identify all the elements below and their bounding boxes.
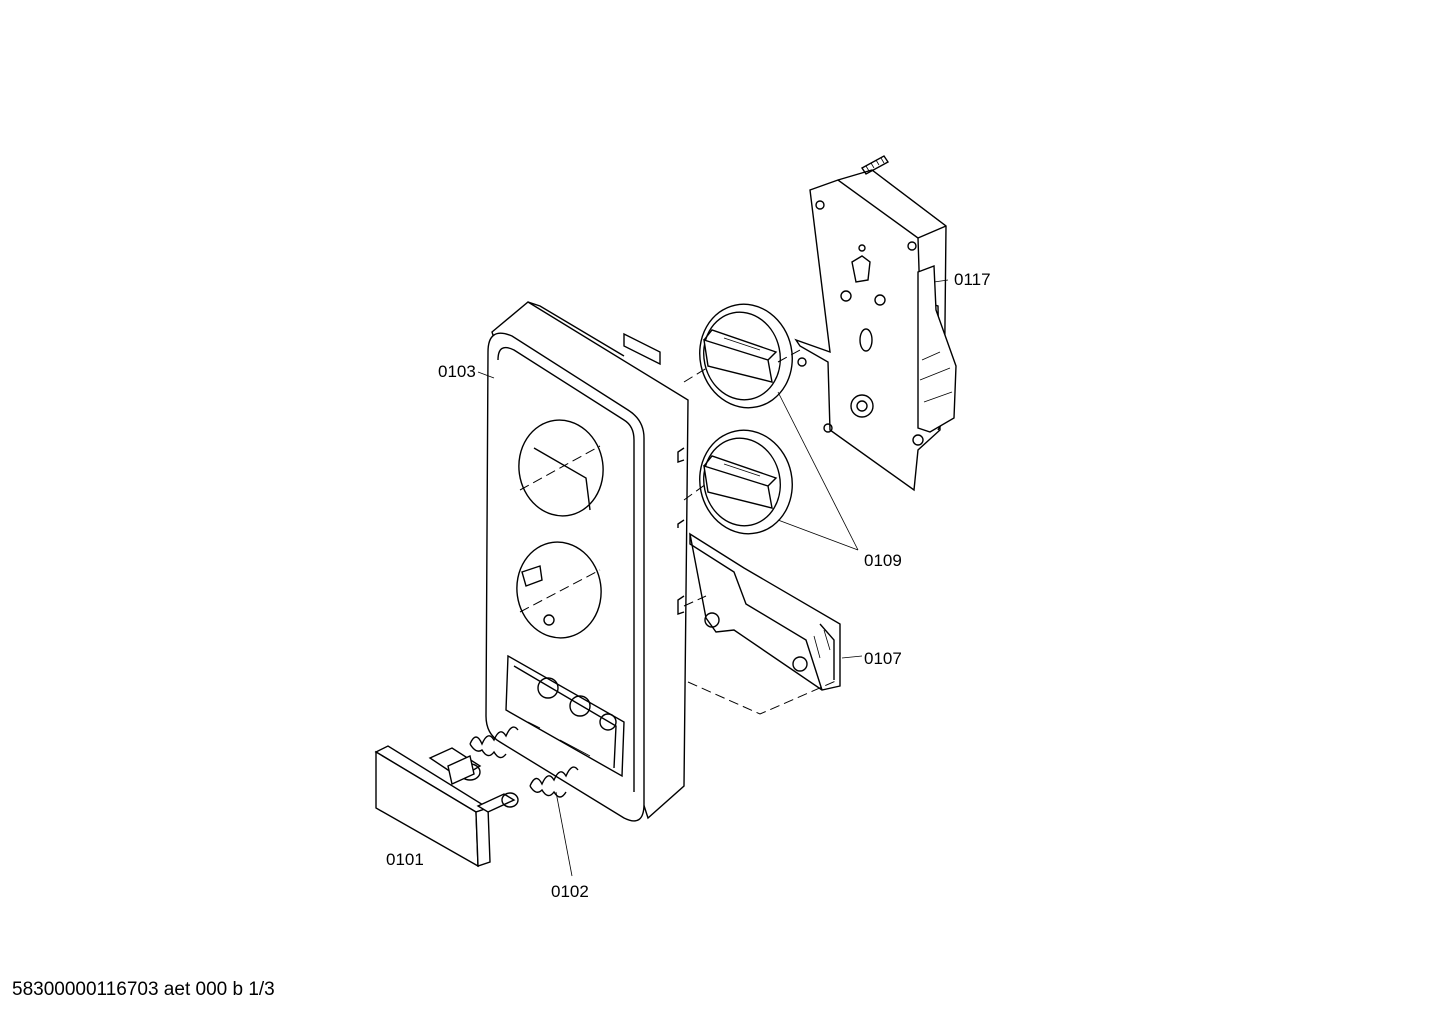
document-footer: 58300000116703 aet 000 b 1/3 [12,979,275,1000]
part-0117-control-board [794,155,957,492]
label-0107: 0107 [864,649,902,668]
part-0109-knob-lower [699,429,793,535]
leader-lines [477,279,949,877]
label-0102: 0102 [551,882,589,901]
label-0101: 0101 [386,850,424,869]
part-0102-springs [469,726,579,798]
part-0109-knob-upper [699,303,793,409]
assembly-lines [683,349,839,715]
part-0103-front-housing [485,301,689,822]
part-0101-push-button [374,745,519,868]
label-0117: 0117 [954,270,991,289]
label-0109: 0109 [864,551,902,570]
label-0103: 0103 [438,362,476,381]
part-0107-lever [689,532,841,691]
